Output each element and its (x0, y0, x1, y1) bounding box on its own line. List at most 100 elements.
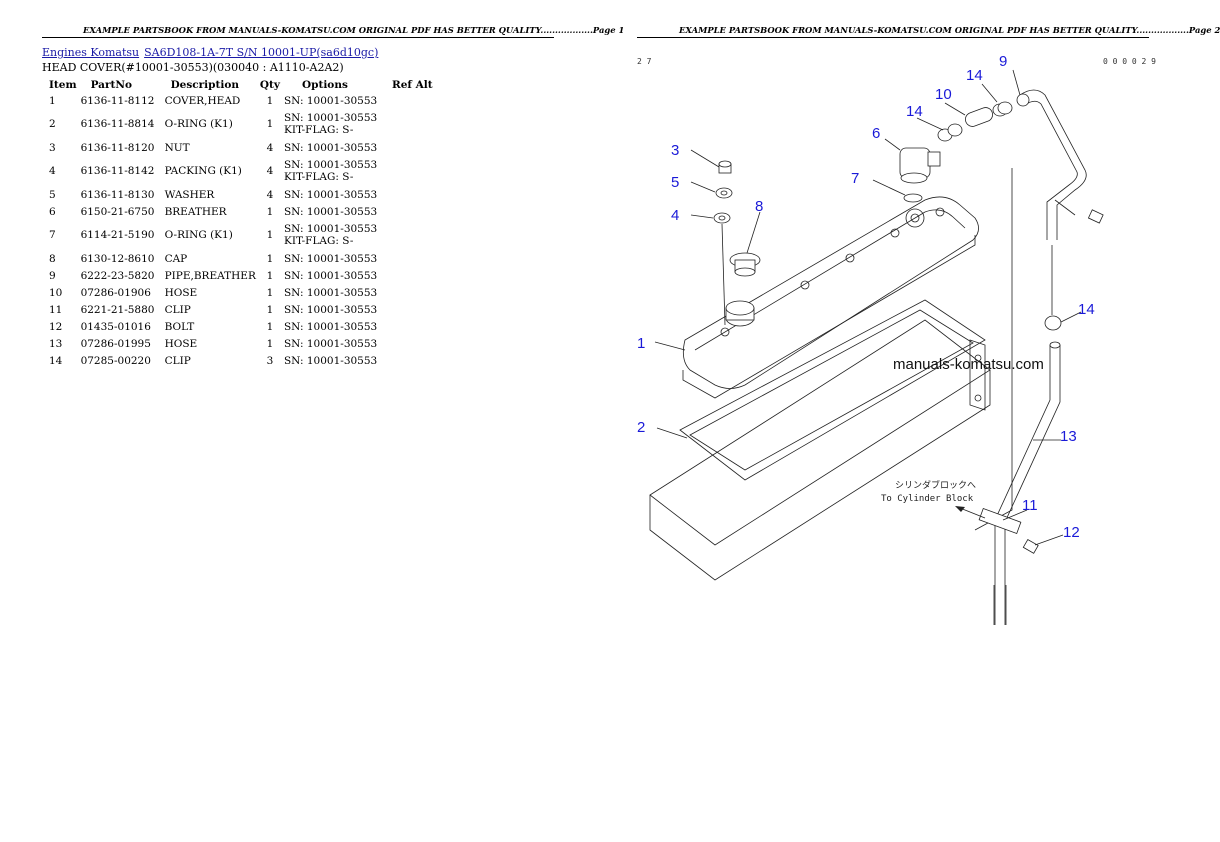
breadcrumb-link-engines[interactable]: Engines Komatsu (42, 46, 140, 59)
leader-lines (654, 69, 1082, 546)
cell-partno: 6136-11-8120 (80, 141, 155, 154)
cell-partno: 6136-11-8130 (80, 188, 155, 201)
cell-qty: 1 (266, 269, 274, 282)
cell-qty: 1 (266, 320, 274, 333)
option-kit-flag: KIT-FLAG: S- (283, 124, 354, 136)
cell-ref-alt (390, 92, 435, 109)
callout-9[interactable]: 9 (999, 53, 1007, 70)
cell-partno: 6150-21-6750 (80, 205, 155, 218)
callout-14-top[interactable]: 14 (966, 67, 983, 84)
cell-partno: 6136-11-8142 (80, 165, 155, 177)
cell-description: PACKING (K1) (164, 165, 242, 177)
callout-14-mid[interactable]: 14 (906, 103, 923, 120)
page-subtitle: HEAD COVER(#10001-30553)(030040 : A1110-… (42, 61, 344, 74)
cell-ref-alt (390, 203, 435, 220)
cell-ref-alt (390, 156, 435, 186)
table-header-row: Item PartNo Description Qty Options Ref … (44, 77, 435, 92)
cell-description: COVER,HEAD (164, 94, 241, 107)
exploded-parts-diagram: 2 7 0 0 0 0 2 9 (595, 40, 1190, 640)
callout-2[interactable]: 2 (637, 419, 645, 436)
cell-item: 2 (49, 118, 56, 130)
cell-item: 7 (49, 229, 56, 241)
cell-partno: 6130-12-8610 (80, 252, 155, 265)
cell-item: 6 (49, 205, 56, 218)
header-rule (637, 37, 1149, 38)
callout-12[interactable]: 12 (1063, 524, 1080, 541)
col-header-description: Description (170, 78, 239, 91)
option-serial: SN: 10001-30553 (283, 112, 378, 124)
parts-list-page: EXAMPLE PARTSBOOK FROM MANUALS-KOMATSU.C… (0, 0, 624, 842)
option-kit-flag: KIT-FLAG: S- (283, 171, 354, 183)
cell-item: 5 (49, 188, 56, 201)
callout-1[interactable]: 1 (637, 335, 645, 352)
callout-11[interactable]: 11 (1022, 497, 1038, 514)
annotation-en: To Cylinder Block (881, 494, 974, 504)
table-row: 5 6136-11-8130 WASHER 4 SN: 10001-30553 (44, 186, 435, 203)
lower-hose-drawing (978, 341, 1061, 625)
col-header-ref-alt: Ref Alt (391, 78, 433, 91)
cell-ref-alt (390, 250, 435, 267)
diagram-code-right: 0 0 0 0 2 9 (1103, 57, 1156, 66)
cell-qty: 1 (266, 118, 274, 130)
cell-ref-alt (390, 220, 435, 250)
callout-14-right[interactable]: 14 (1078, 301, 1095, 318)
diagram-page: EXAMPLE PARTSBOOK FROM MANUALS-KOMATSU.C… (595, 0, 1220, 842)
cell-description: HOSE (164, 337, 198, 350)
callout-13[interactable]: 13 (1060, 428, 1077, 445)
watermark-text: manuals-komatsu.com (893, 356, 1044, 373)
cell-options: SN: 10001-30553 (282, 267, 390, 284)
option-serial: SN: 10001-30553 (283, 205, 378, 218)
cell-qty: 1 (266, 205, 274, 218)
cell-description: BOLT (164, 320, 195, 333)
annotation-jp: シリンダブロックへ (895, 479, 976, 491)
cell-partno: 07286-01995 (80, 337, 151, 350)
callout-3[interactable]: 3 (671, 142, 679, 159)
cell-qty: 4 (266, 188, 274, 201)
cell-ref-alt (390, 186, 435, 203)
cell-ref-alt (390, 109, 435, 139)
cell-ref-alt (390, 301, 435, 318)
parts-table: Item PartNo Description Qty Options Ref … (44, 77, 435, 369)
callout-6[interactable]: 6 (872, 125, 880, 142)
breadcrumb-link-model[interactable]: SA6D108-1A-7T S/N 10001-UP(sa6d10gc) (144, 46, 379, 59)
cell-description: O-RING (K1) (164, 118, 233, 130)
callout-5[interactable]: 5 (671, 174, 679, 191)
option-serial: SN: 10001-30553 (283, 286, 378, 299)
col-header-partno: PartNo (90, 78, 132, 91)
cell-item: 11 (49, 303, 63, 316)
cap-drawing (729, 252, 761, 277)
cell-qty: 1 (266, 94, 274, 107)
cell-partno: 01435-01016 (80, 320, 151, 333)
option-serial: SN: 10001-30553 (283, 159, 378, 171)
callout-7[interactable]: 7 (851, 170, 859, 187)
gasket-drawing (649, 299, 991, 581)
cell-options: SN: 10001-30553 (282, 92, 390, 109)
option-serial: SN: 10001-30553 (283, 303, 378, 316)
callout-4[interactable]: 4 (671, 207, 679, 224)
cell-options: SN: 10001-30553 (282, 139, 390, 156)
cell-ref-alt (390, 284, 435, 301)
option-kit-flag: KIT-FLAG: S- (283, 235, 354, 247)
cell-item: 12 (49, 320, 63, 333)
cell-qty: 4 (266, 141, 274, 154)
cell-description: WASHER (164, 188, 215, 201)
option-serial: SN: 10001-30553 (283, 188, 378, 201)
option-serial: SN: 10001-30553 (283, 94, 378, 107)
cell-partno: 07286-01906 (80, 286, 151, 299)
cell-description: NUT (164, 141, 190, 154)
cell-ref-alt (390, 139, 435, 156)
header-rule (42, 37, 554, 38)
callout-10[interactable]: 10 (935, 86, 952, 103)
cell-qty: 1 (266, 229, 274, 241)
callout-8[interactable]: 8 (755, 198, 763, 215)
